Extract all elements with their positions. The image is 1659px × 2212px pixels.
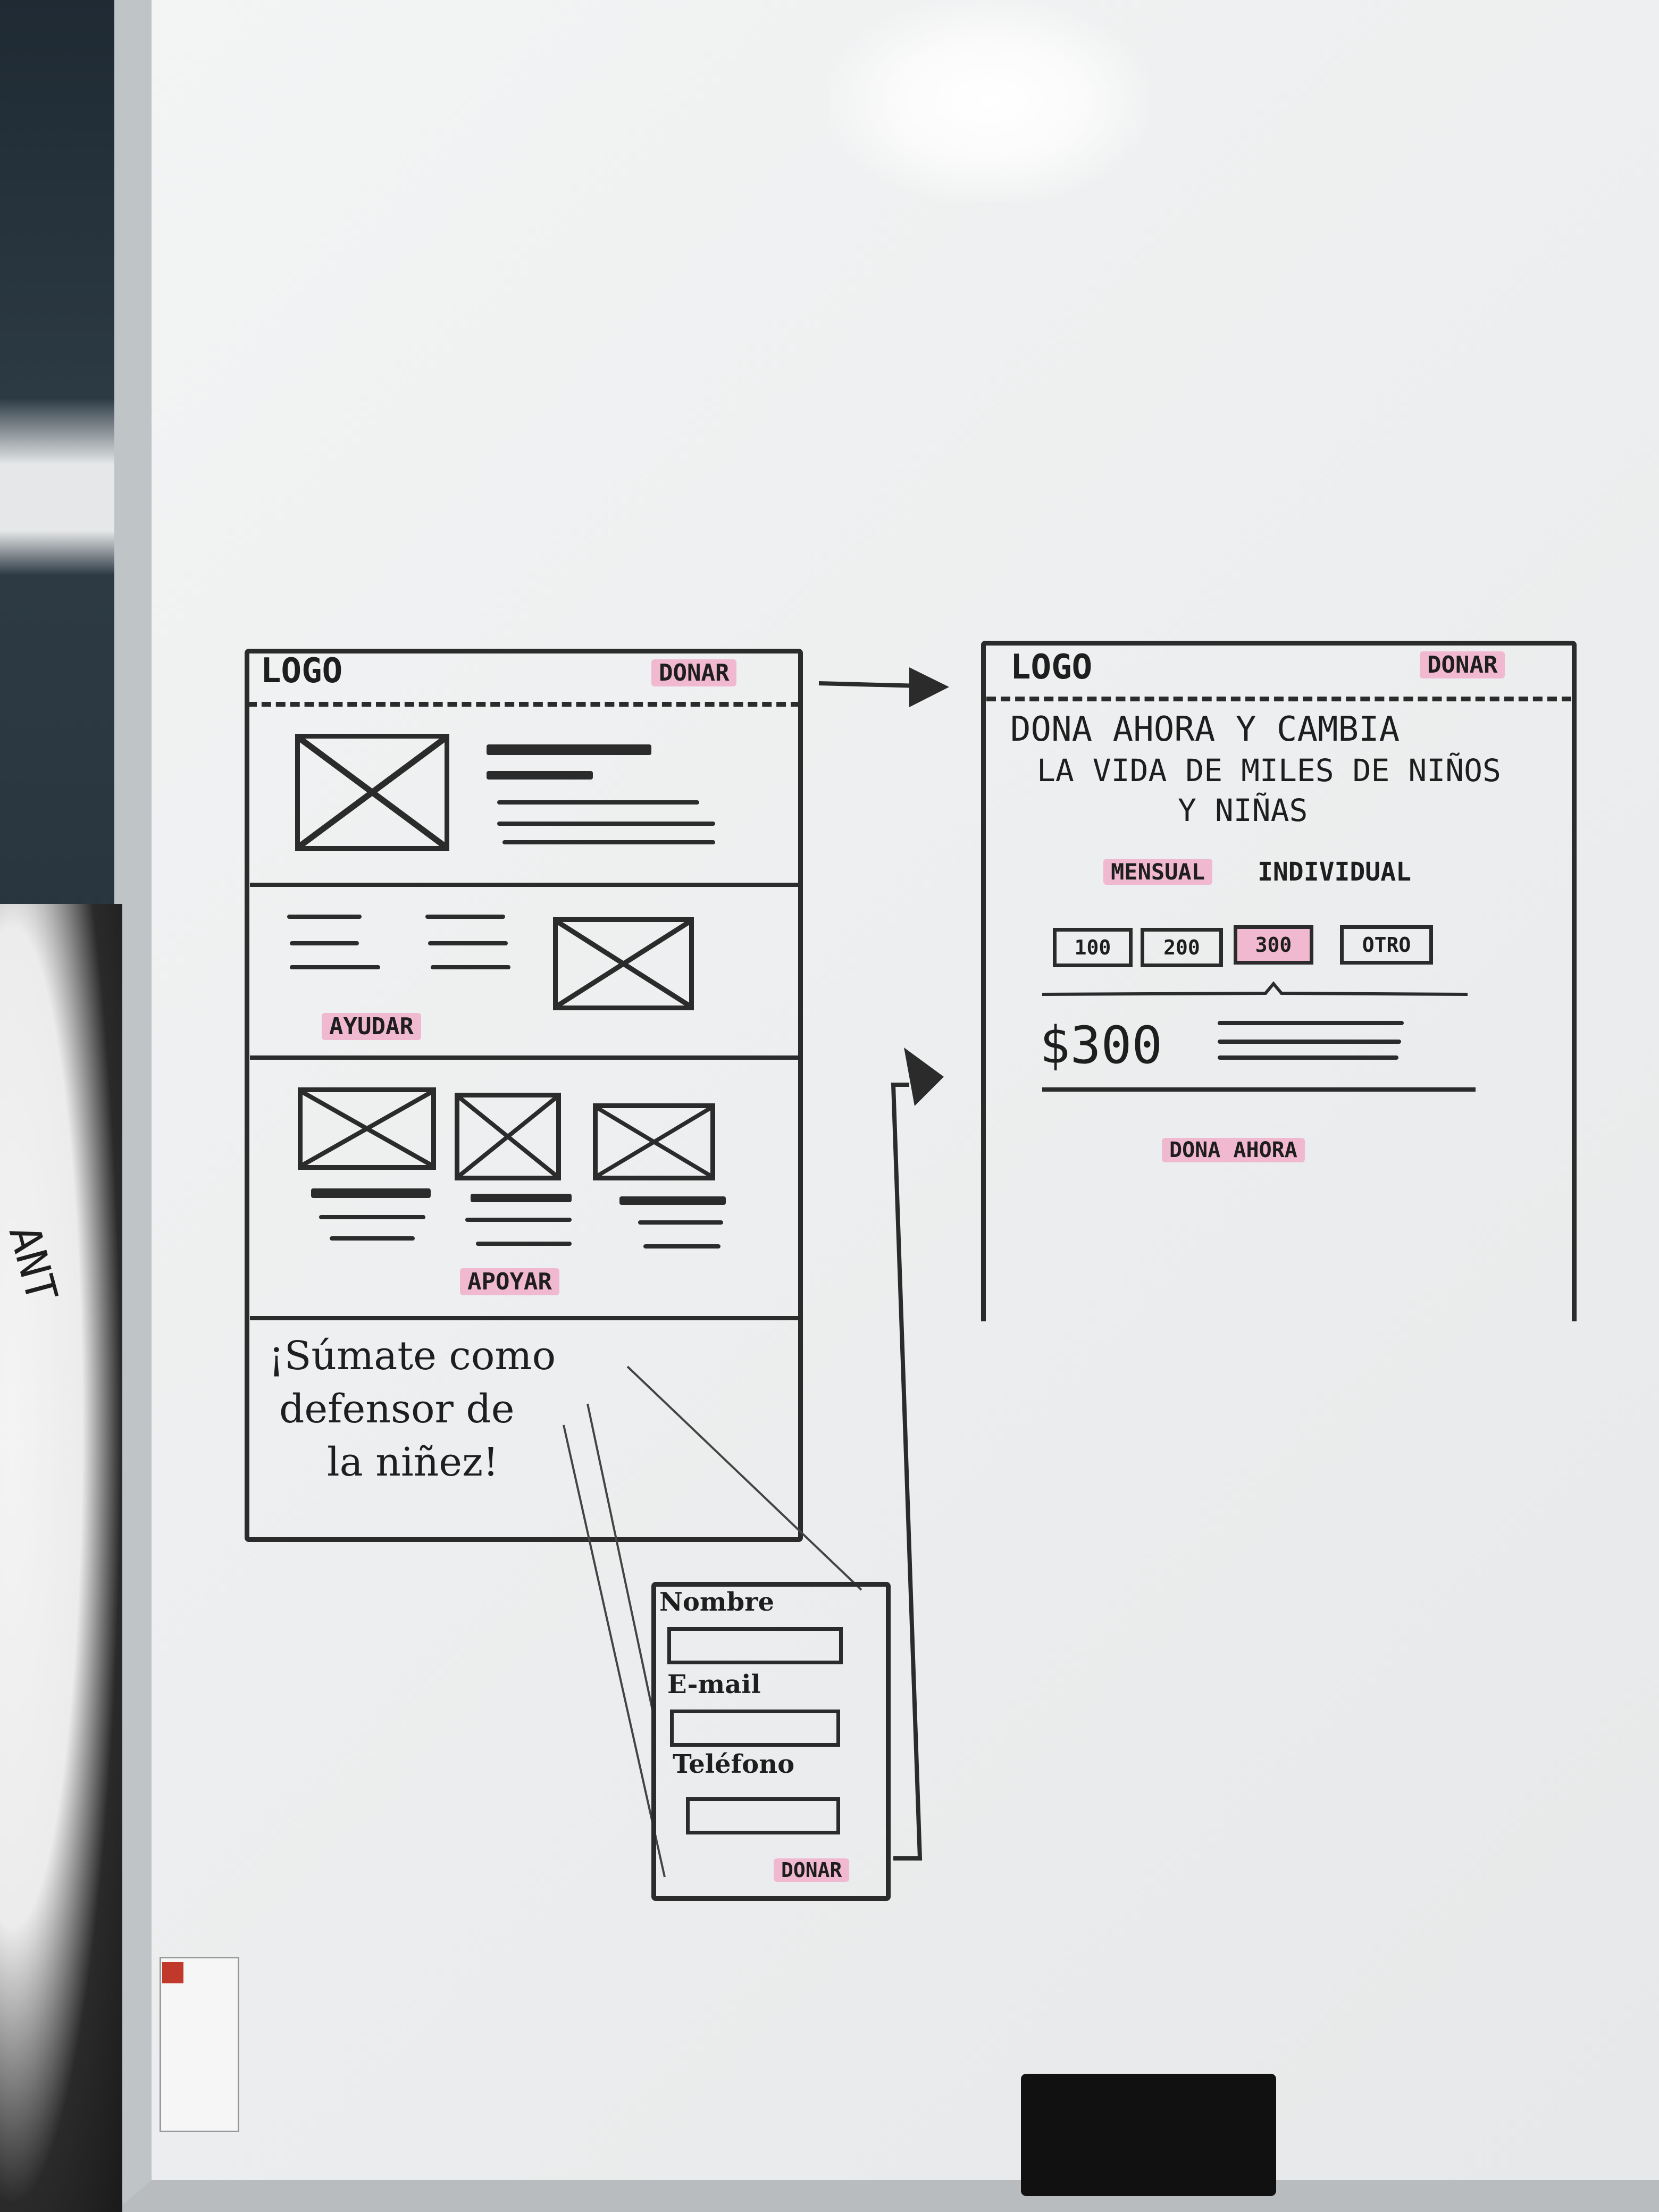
headline-line: DONA AHORA Y CAMBIA — [1010, 710, 1400, 749]
marker-tray — [1021, 2074, 1276, 2196]
hero-title-line — [487, 744, 651, 755]
help-text-line — [287, 915, 362, 919]
footer-heading-line: defensor de — [279, 1386, 515, 1432]
donate-button-right[interactable]: DONAR — [1420, 651, 1505, 678]
toggle-individual[interactable]: INDIVIDUAL — [1258, 857, 1411, 887]
card-text-line — [643, 1244, 720, 1249]
amount-display: $300 — [1040, 1016, 1163, 1075]
amount-description-line — [1218, 1055, 1398, 1060]
name-field[interactable] — [667, 1627, 843, 1664]
headline-line: Y NIÑAS — [1178, 792, 1308, 828]
hero-subtitle-line — [487, 771, 593, 780]
donate-now-button[interactable]: DONA AHORA — [1162, 1138, 1305, 1162]
logo-left: LOGO — [261, 651, 343, 691]
support-button[interactable]: APOYAR — [460, 1268, 559, 1295]
hero-text-line — [497, 822, 715, 826]
light-reflection — [830, 0, 1149, 202]
phone-field[interactable] — [686, 1797, 840, 1834]
email-label: E-mail — [667, 1670, 761, 1699]
amount-option-300[interactable]: 300 — [1234, 925, 1313, 965]
card-text-line — [319, 1215, 425, 1219]
donate-button-left[interactable]: DONAR — [651, 659, 737, 686]
help-text-line — [428, 941, 508, 945]
name-label: Nombre — [659, 1587, 775, 1617]
logo-right: LOGO — [1010, 648, 1093, 687]
header-divider-left — [247, 702, 800, 707]
whiteboard — [114, 0, 1659, 2212]
card-text-line — [476, 1242, 572, 1246]
footer-heading-line: ¡Súmate como — [269, 1333, 556, 1379]
board-label-sticker — [160, 1957, 239, 2132]
hero-image-placeholder — [295, 734, 449, 851]
toggle-monthly[interactable]: MENSUAL — [1103, 859, 1213, 885]
hero-text-line — [502, 840, 715, 844]
card-text-line — [465, 1218, 572, 1222]
amount-option-100[interactable]: 100 — [1053, 928, 1133, 967]
help-button[interactable]: AYUDAR — [322, 1013, 421, 1040]
amount-option-other[interactable]: OTRO — [1340, 925, 1433, 965]
help-text-line — [425, 915, 505, 919]
section-divider — [250, 883, 800, 887]
phone-label: Teléfono — [673, 1749, 795, 1779]
footer-heading-line: la niñez! — [327, 1439, 499, 1485]
header-divider-right — [986, 697, 1571, 701]
help-text-line — [290, 965, 380, 969]
card-image-placeholder — [593, 1103, 715, 1180]
wireframe-donate — [981, 641, 1577, 1321]
section-divider — [250, 1316, 800, 1320]
card-title-line — [311, 1188, 431, 1198]
amount-divider — [1042, 1087, 1476, 1092]
hero-text-line — [497, 800, 699, 805]
card-text-line — [330, 1236, 415, 1241]
card-image-placeholder — [455, 1093, 561, 1180]
sticker-logo — [162, 1962, 183, 1983]
amount-description-line — [1218, 1021, 1404, 1025]
form-popup — [651, 1582, 891, 1901]
headline-line: LA VIDA DE MILES DE NIÑOS — [1037, 752, 1501, 789]
selection-indicator — [1042, 981, 1468, 996]
card-title-line — [619, 1196, 726, 1205]
section-divider — [250, 1055, 800, 1060]
amount-option-200[interactable]: 200 — [1141, 928, 1223, 967]
person-partial — [0, 904, 122, 2212]
wireframe-home — [245, 649, 803, 1542]
form-submit-button[interactable]: DONAR — [774, 1858, 850, 1882]
card-image-placeholder — [298, 1087, 436, 1170]
help-text-line — [431, 965, 510, 969]
card-text-line — [638, 1220, 723, 1225]
help-image-placeholder — [553, 917, 694, 1010]
help-text-line — [290, 941, 359, 945]
amount-description-line — [1218, 1040, 1401, 1044]
card-title-line — [471, 1194, 572, 1202]
email-field[interactable] — [670, 1710, 840, 1747]
footer-heading: ¡Súmate como defensor de la niñez! — [269, 1329, 556, 1489]
